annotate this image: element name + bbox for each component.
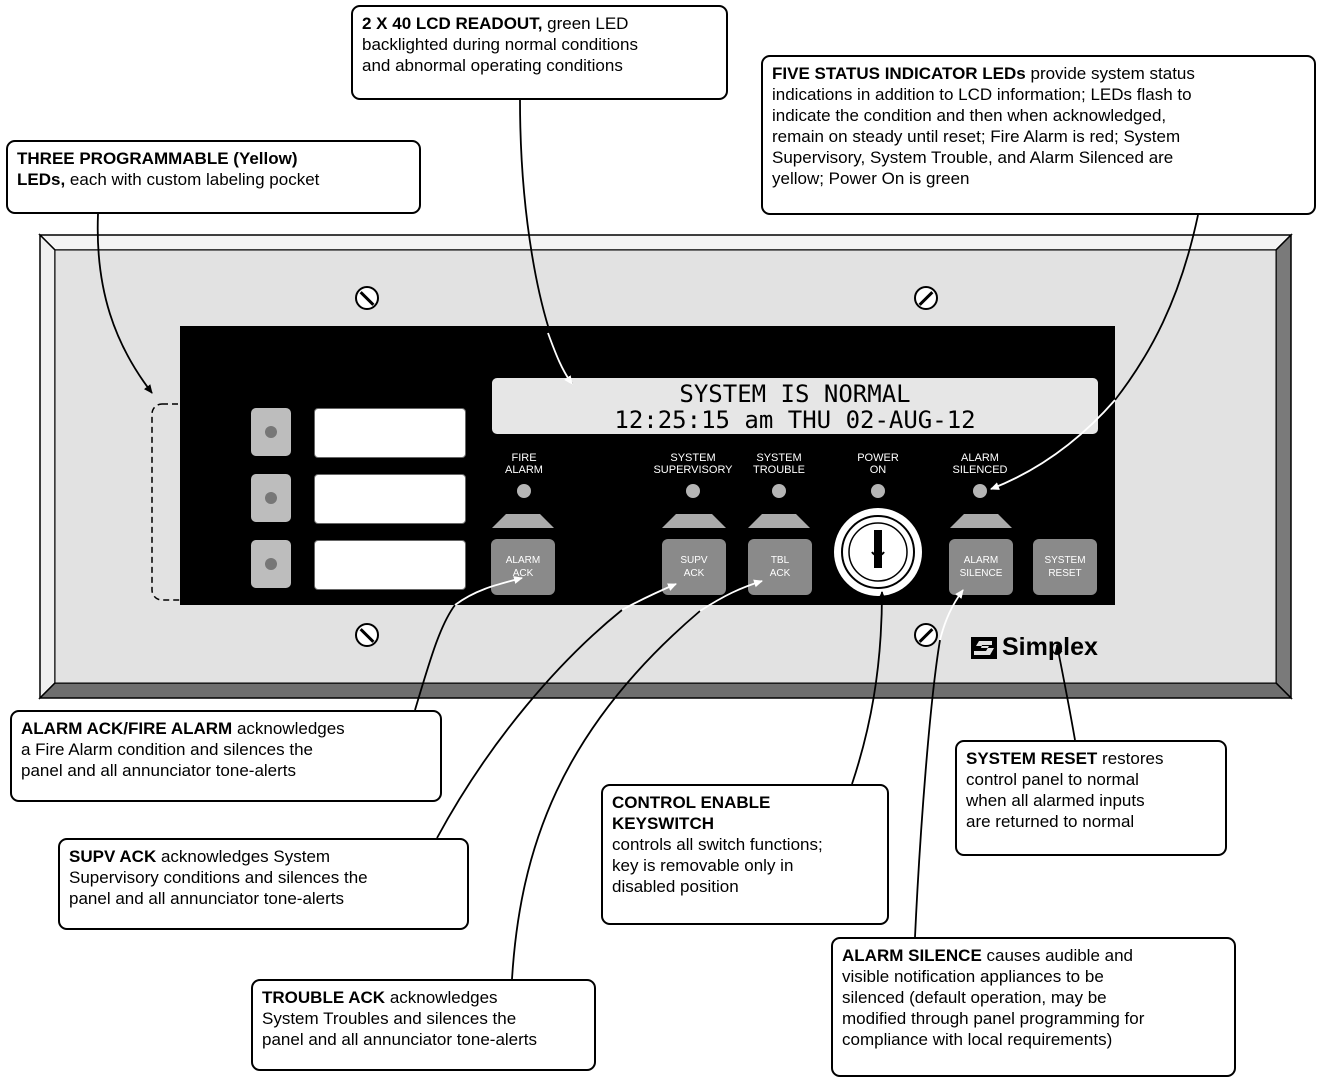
callout-status-leds: FIVE STATUS INDICATOR LEDs provide syste… [761,55,1316,215]
callout-trouble-ack: TROUBLE ACK acknowledges System Troubles… [251,979,596,1071]
power-on-led [871,484,885,498]
simplex-logo-icon [971,636,997,659]
screw-top-right [914,286,938,310]
lcd-line-2: 12:25:15 am THU 02-AUG-12 [614,406,976,434]
lcd-readout: SYSTEM IS NORMAL 12:25:15 am THU 02-AUG-… [492,378,1098,434]
callout-programmable-leds: THREE PROGRAMMABLE (Yellow) LEDs, each w… [6,140,421,214]
programmable-led-1 [265,426,277,438]
callout-alarm-ack: ALARM ACK/FIRE ALARM acknowledges a Fire… [10,710,442,802]
callout-keyswitch: CONTROL ENABLE KEYSWITCH controls all sw… [601,784,889,925]
brand-logo: Simplex [970,633,1098,662]
programmable-led-3 [265,558,277,570]
programmable-led-button-2[interactable] [251,474,291,522]
label-pocket-3 [314,540,466,590]
label-pocket-1 [314,408,466,458]
programmable-led-button-1[interactable] [251,408,291,456]
screw-top-left [355,286,379,310]
callout-lcd-readout: 2 X 40 LCD READOUT, green LED backlighte… [351,5,728,100]
label-pocket-2 [314,474,466,524]
lcd-line-1: SYSTEM IS NORMAL [679,380,911,408]
callout-supv-ack: SUPV ACK acknowledges System Supervisory… [58,838,469,930]
fire-alarm-led [517,484,531,498]
programmable-led-2 [265,492,277,504]
screw-bottom-left [355,623,379,647]
brand-name: Simplex [1002,633,1098,661]
keyswitch[interactable] [833,507,923,597]
programmable-led-button-3[interactable] [251,540,291,588]
system-supervisory-led [686,484,700,498]
callout-system-reset: SYSTEM RESET restores control panel to n… [955,740,1227,856]
callout-alarm-silence: ALARM SILENCE causes audible and visible… [831,937,1236,1077]
system-trouble-led [772,484,786,498]
screw-bottom-right [914,623,938,647]
alarm-silenced-led [973,484,987,498]
